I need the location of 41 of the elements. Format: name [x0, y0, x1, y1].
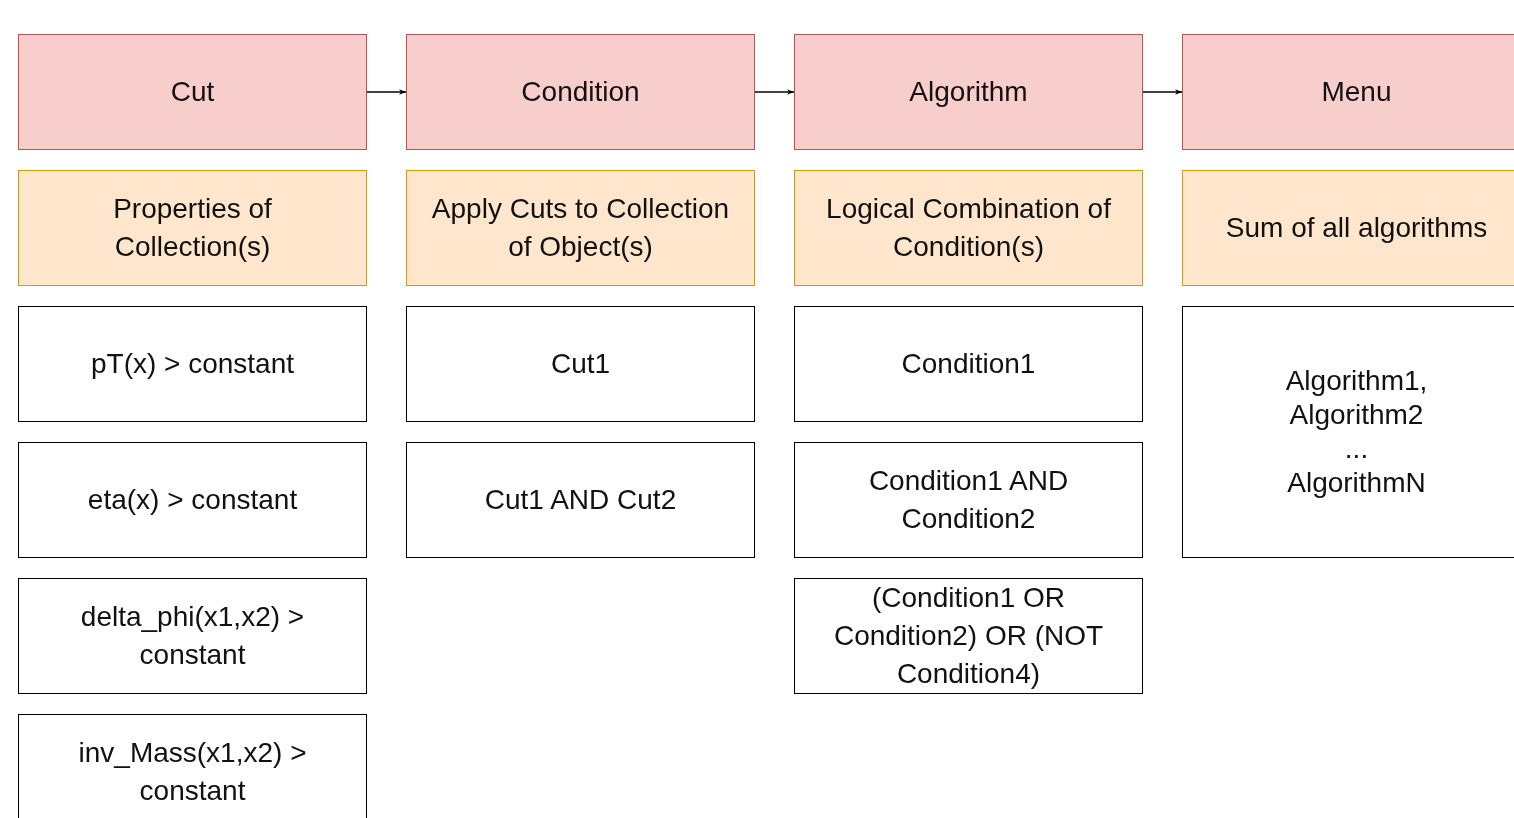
box-text: (Condition1 OR Condition2) OR (NOT Condition4) [832, 581, 1105, 691]
arrow [366, 89, 407, 95]
header-box [18, 34, 367, 150]
box-text: Condition1 AND Condition2 [867, 464, 1070, 536]
header-box [794, 34, 1143, 150]
box-text: Sum of all algorithms [1225, 211, 1488, 245]
box-text: AlgorithmN [1287, 466, 1426, 500]
item-box [794, 578, 1143, 694]
description-box [1182, 170, 1514, 286]
item-box [794, 306, 1143, 422]
box-text: Apply Cuts to Collection of Object(s) [430, 192, 731, 264]
box-text: Cut [170, 75, 215, 109]
box-text: Menu [1321, 75, 1392, 109]
box-text: Logical Combination of Condition(s) [825, 192, 1112, 264]
box-text: Condition1 [901, 347, 1036, 381]
box-text: Algorithm [909, 75, 1028, 109]
description-box [18, 170, 367, 286]
item-box [406, 306, 755, 422]
box-text: ... [1344, 432, 1369, 466]
box-text: Condition [521, 75, 640, 109]
box-text: Cut1 AND Cut2 [484, 483, 677, 517]
item-box [1182, 306, 1514, 558]
box-text: Cut1 [550, 347, 611, 381]
header-box [406, 34, 755, 150]
item-box [794, 442, 1143, 558]
box-text: Properties of Collection(s) [112, 192, 273, 264]
arrow [754, 89, 795, 95]
box-text: delta_phi(x1,x2) > constant [79, 600, 306, 672]
arrow [1142, 89, 1183, 95]
description-box [794, 170, 1143, 286]
item-box [18, 306, 367, 422]
box-text: inv_Mass(x1,x2) > constant [77, 736, 308, 808]
item-box [18, 714, 367, 818]
box-text: Algorithm1, Algorithm2 [1284, 364, 1429, 432]
box-text: eta(x) > constant [87, 483, 298, 517]
item-box [18, 578, 367, 694]
description-box [406, 170, 755, 286]
box-text: pT(x) > constant [90, 347, 295, 381]
item-box [18, 442, 367, 558]
item-box [406, 442, 755, 558]
header-box [1182, 34, 1514, 150]
